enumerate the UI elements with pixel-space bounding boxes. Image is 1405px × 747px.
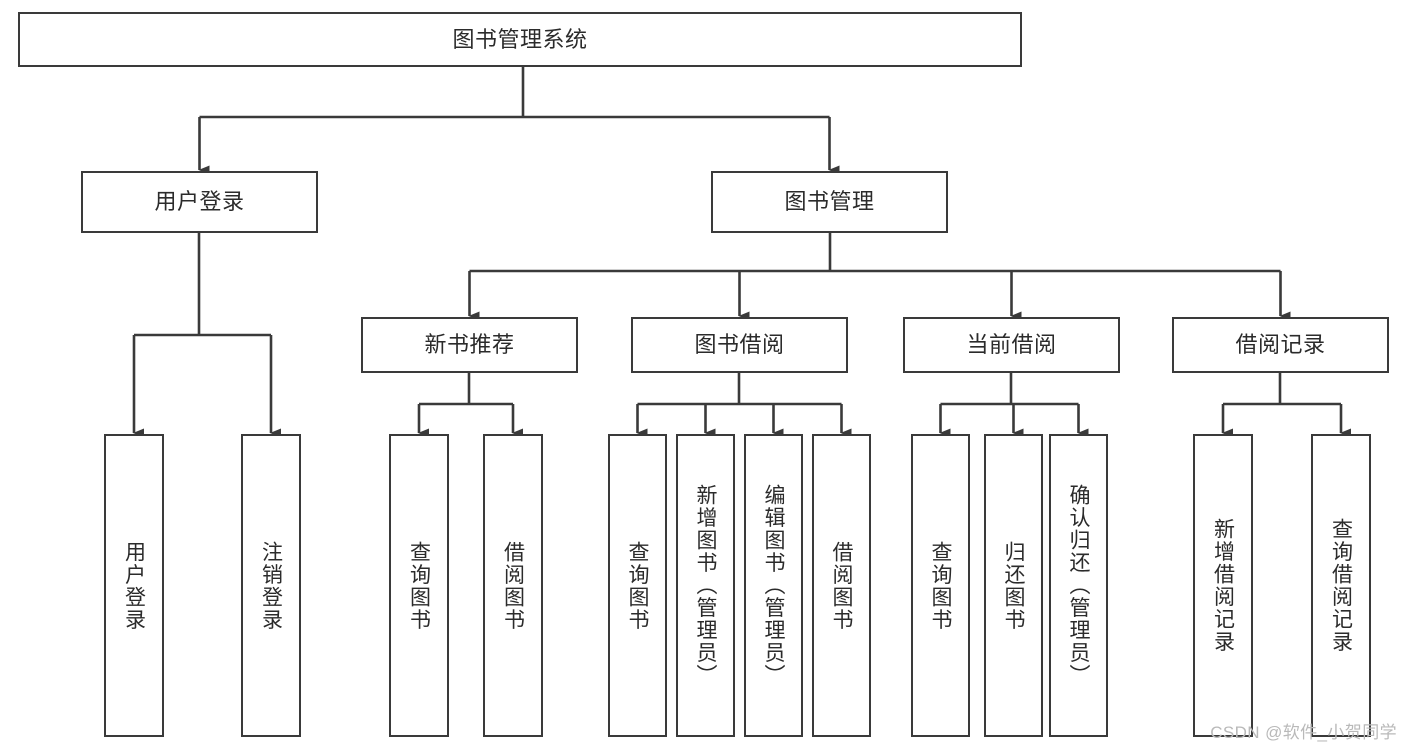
node-leaf-query-borrow-record-label: 查询借阅记录: [1329, 518, 1353, 653]
node-leaf-query-book-3[interactable]: 查询图书: [911, 434, 970, 737]
watermark-credit: CSDN @软件_小贺同学: [1210, 723, 1397, 742]
node-leaf-user-login-label: 用户登录: [122, 540, 146, 631]
node-book-manage-label: 图书管理: [784, 189, 875, 215]
node-book-manage[interactable]: 图书管理: [711, 171, 948, 233]
node-leaf-confirm-return-admin[interactable]: 确认归还（管理员）: [1049, 434, 1108, 737]
node-leaf-borrow-book-2[interactable]: 借阅图书: [812, 434, 871, 737]
node-new-book-recommend-label: 新书推荐: [424, 332, 515, 358]
node-new-book-recommend[interactable]: 新书推荐: [361, 317, 578, 373]
node-leaf-query-book-1-label: 查询图书: [407, 540, 431, 631]
node-leaf-add-book-admin[interactable]: 新增图书（管理员）: [676, 434, 735, 737]
node-leaf-query-book-2-label: 查询图书: [626, 540, 649, 631]
node-borrow-record[interactable]: 借阅记录: [1172, 317, 1389, 373]
node-leaf-logout-login[interactable]: 注销登录: [241, 434, 301, 737]
node-leaf-edit-book-admin[interactable]: 编辑图书（管理员）: [744, 434, 803, 737]
node-leaf-return-book[interactable]: 归还图书: [984, 434, 1043, 737]
node-leaf-add-borrow-record-label: 新增借阅记录: [1211, 518, 1235, 653]
node-book-borrow-label: 图书借阅: [694, 332, 785, 358]
node-leaf-add-book-admin-label: 新增图书（管理员）: [694, 484, 717, 687]
node-leaf-query-book-2[interactable]: 查询图书: [608, 434, 667, 737]
node-leaf-confirm-return-admin-label: 确认归还（管理员）: [1067, 484, 1090, 687]
node-leaf-borrow-book-2-label: 借阅图书: [830, 540, 853, 631]
node-leaf-return-book-label: 归还图书: [1002, 540, 1025, 631]
node-leaf-borrow-book-1-label: 借阅图书: [501, 540, 525, 631]
node-leaf-query-borrow-record[interactable]: 查询借阅记录: [1311, 434, 1371, 737]
node-book-borrow[interactable]: 图书借阅: [631, 317, 848, 373]
node-user-login[interactable]: 用户登录: [81, 171, 318, 233]
node-user-login-label: 用户登录: [154, 189, 245, 215]
node-root-label: 图书管理系统: [452, 26, 588, 52]
node-leaf-user-login[interactable]: 用户登录: [104, 434, 164, 737]
node-leaf-edit-book-admin-label: 编辑图书（管理员）: [762, 484, 785, 687]
node-leaf-query-book-3-label: 查询图书: [929, 540, 952, 631]
node-leaf-query-book-1[interactable]: 查询图书: [389, 434, 449, 737]
node-leaf-borrow-book-1[interactable]: 借阅图书: [483, 434, 543, 737]
node-borrow-record-label: 借阅记录: [1235, 332, 1326, 358]
node-leaf-add-borrow-record[interactable]: 新增借阅记录: [1193, 434, 1253, 737]
node-leaf-logout-login-label: 注销登录: [259, 540, 283, 631]
node-current-borrow-label: 当前借阅: [966, 332, 1057, 358]
node-root[interactable]: 图书管理系统: [18, 12, 1022, 67]
node-current-borrow[interactable]: 当前借阅: [903, 317, 1120, 373]
